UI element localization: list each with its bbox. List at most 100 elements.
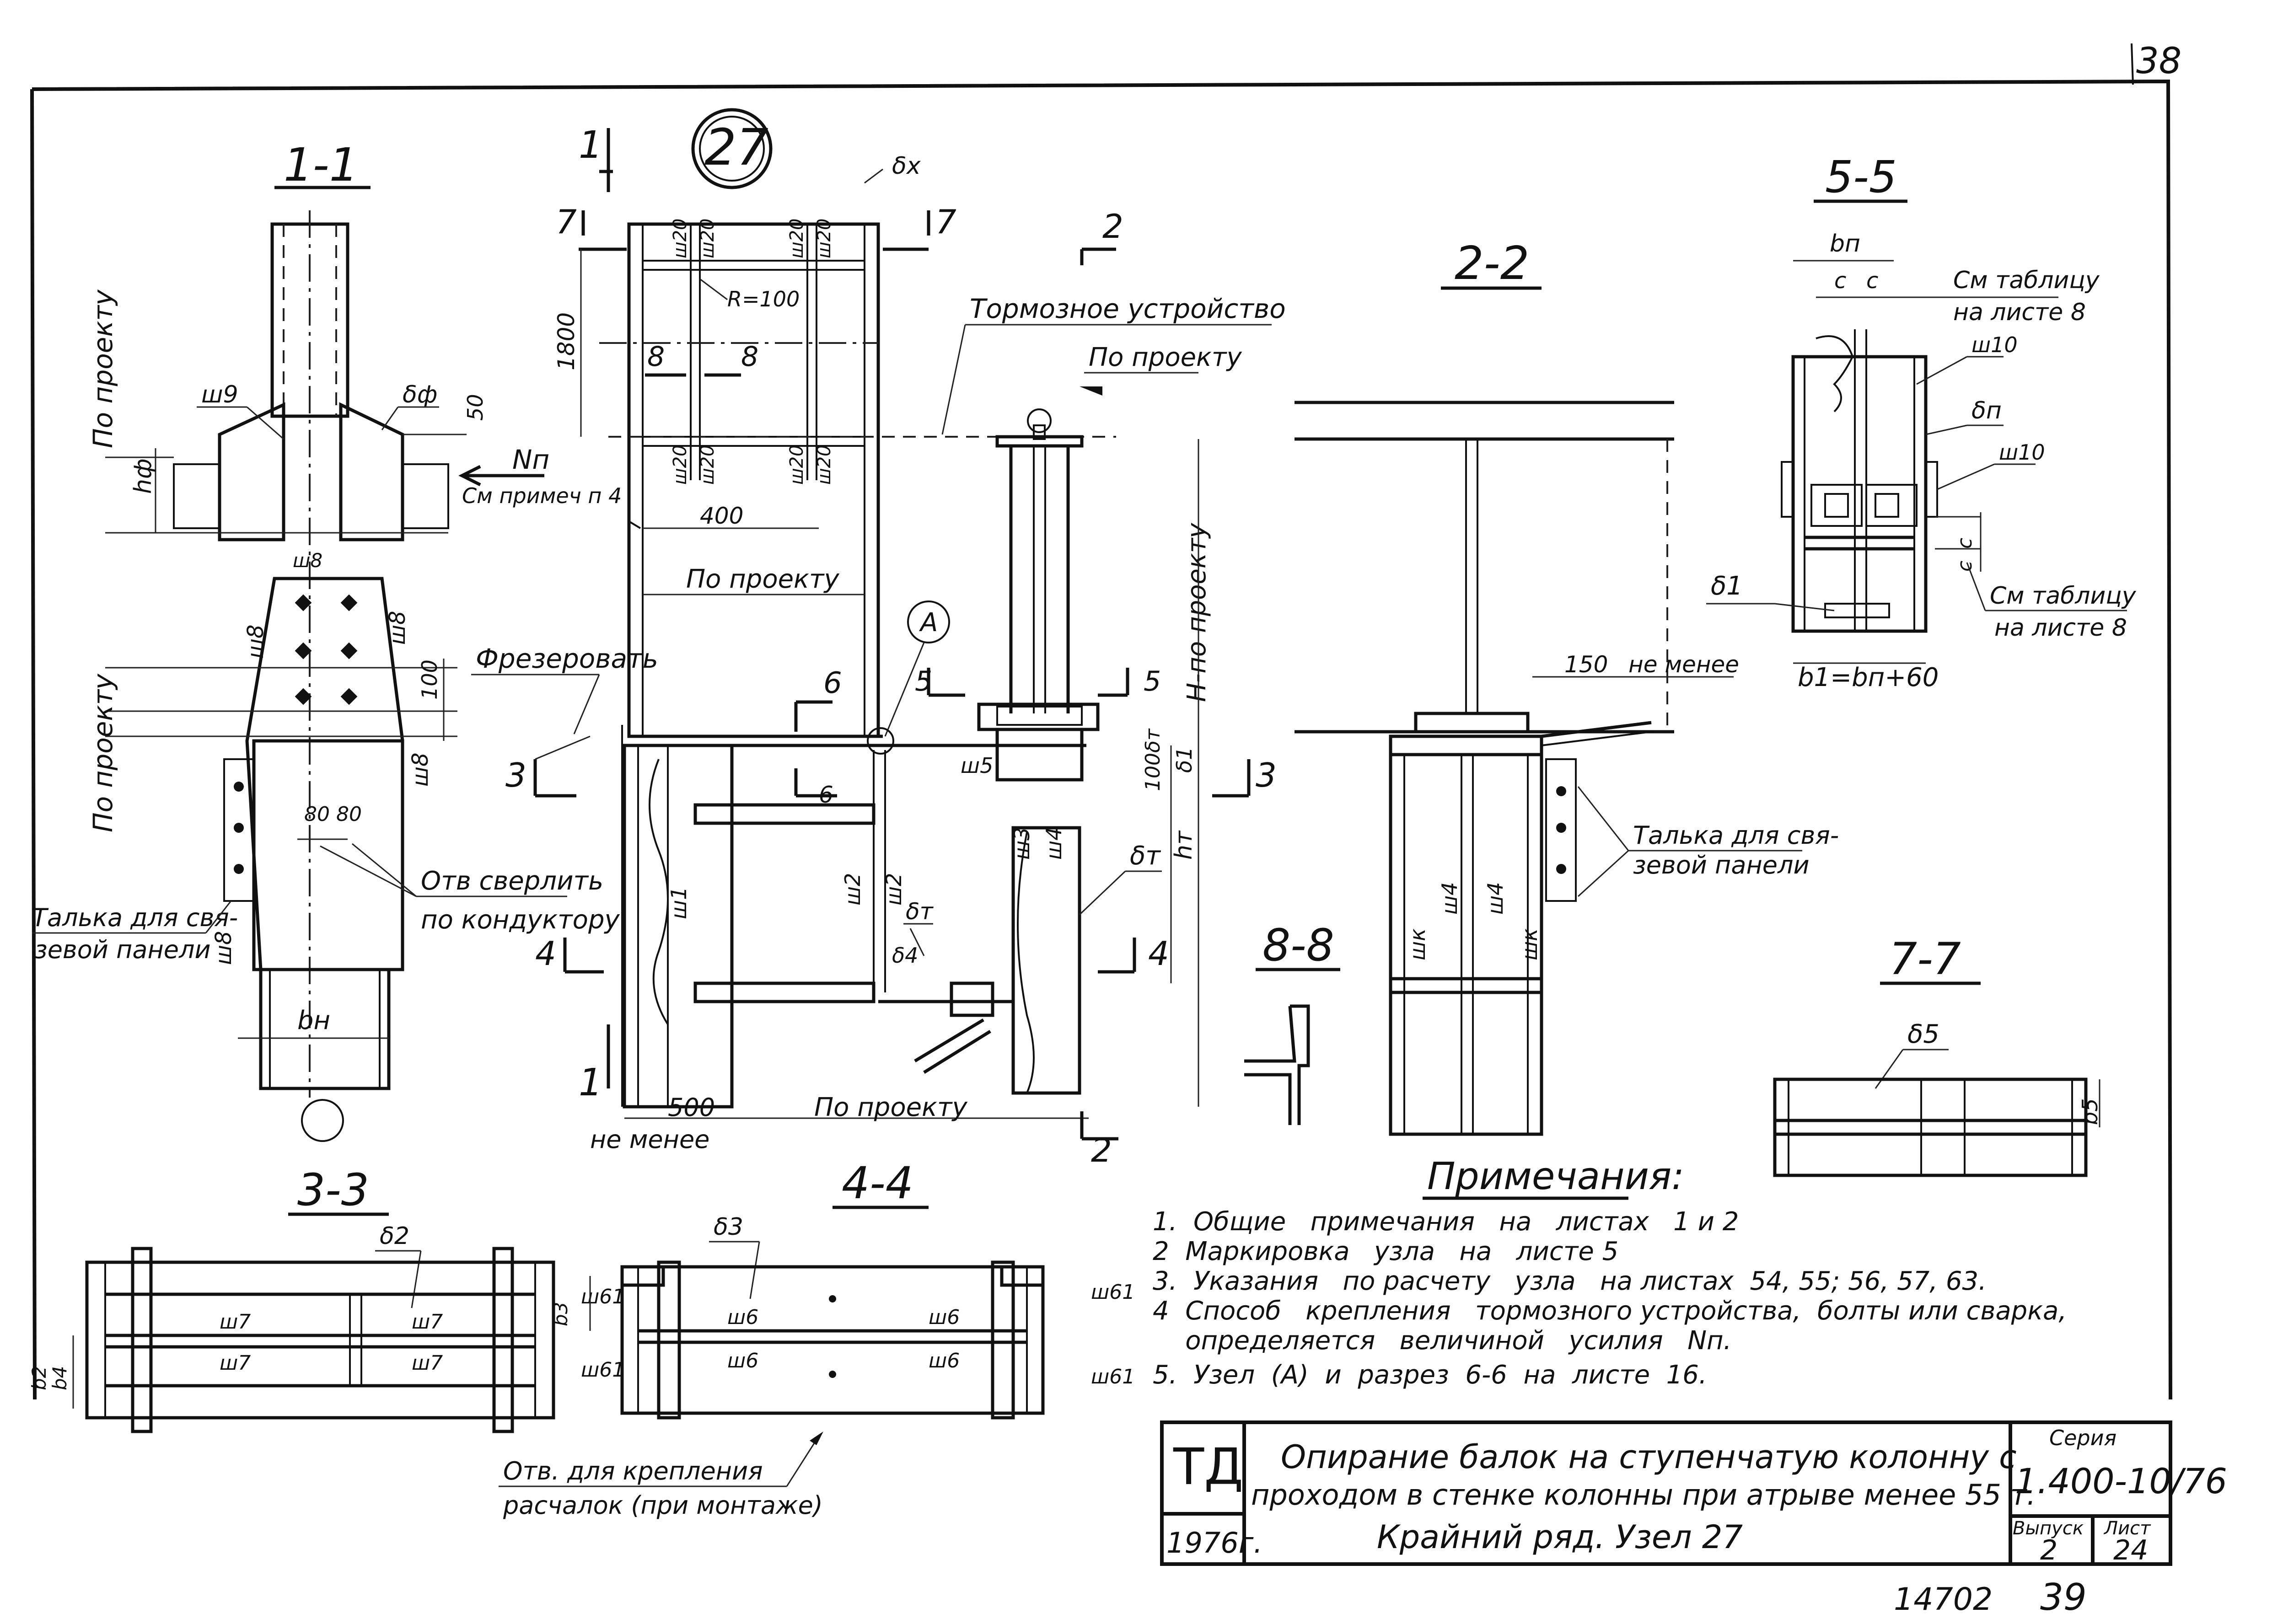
label-sh6-a: ш6 [727,1306,758,1329]
section-5-5: 5-5 bп c c См таблицу на листе 8 ш10 δп … [1706,151,2137,692]
label-delta-3: δ3 [714,1213,743,1241]
section-8-8: 8-8 [1244,920,1340,1125]
bolt-pattern [234,594,358,874]
note-5: определяется величиной усилия Nп. [1153,1326,1731,1356]
label-tormoz: Тормозное устройство [970,293,1286,324]
label-c-d: c [1953,561,1977,572]
label-ne-menee-1: не менее [590,1125,709,1154]
label-sh2-a: ш2 [840,873,865,906]
note-2: 2 Маркировка узла на листе 5 [1153,1237,1618,1266]
label-sh20-g: ш20 [786,445,807,485]
label-sh4-c: ш4 [1483,882,1508,915]
label-sh8-top: ш8 [293,549,322,572]
label-sh20-a: ш20 [670,219,691,259]
label-talka-4: зевой панели [1633,851,1810,879]
label-delta-p: δп [1971,397,2002,424]
label-shk-a: шк [1405,928,1430,960]
label-po-proektu-5: По проекту [1089,343,1242,372]
label-R100: R=100 [727,287,800,311]
note-4: 4 Способ крепления тормозного устройства… [1153,1296,2067,1326]
label-b-3: b3 [549,1302,572,1326]
cut-8-left: 8 [647,341,665,373]
label-delta-5: δ5 [1907,1019,1939,1049]
section-2-2: 2-2 150 не менее ш4 ш4 шк шк Талька для … [1295,236,1839,1136]
label-sh4-a: ш4 [1042,827,1066,860]
label-h-f: hф [129,459,157,494]
issue-label: Выпуск [2013,1518,2084,1539]
label-talka-2: зевой панели [34,935,211,964]
issue-value: 2 [2040,1534,2057,1566]
series-label: Серия [2049,1426,2116,1450]
label-b-p: bп [1830,230,1860,257]
cut-8-right: 8 [741,341,758,373]
sheet-frame: 38 [30,41,2181,1400]
elevation-view: 1 1 7 7 δх ш20 ш20 ш20 ш20 ш20 ш20 [471,123,1286,1169]
label-delta-t-a: δт [906,898,934,925]
section-5-5-title: 5-5 [1825,151,1897,203]
label-sh20-f: ш20 [697,445,718,485]
label-sh20-d: ш20 [814,219,835,259]
label-dim-500: 500 [668,1093,715,1122]
label-sh8-left: ш8 [243,625,269,659]
label-b1-formula: b1=bп+60 [1798,663,1939,692]
label-otv-sverlit-2: по кондуктору [421,905,620,935]
title-block: ТД 1976г. Опирание балок на ступенчатую … [1160,1420,2227,1566]
label-sh10-a: ш10 [1971,332,2018,357]
label-dim-100-dt: 100δт [1141,728,1165,791]
label-sh8-right: ш8 [385,611,410,645]
label-sh20-b: ш20 [697,219,718,259]
label-sm-tabl-2b: на листе 8 [1994,614,2127,642]
cut-7-left: 7 [556,203,577,241]
section-8-8-title: 8-8 [1262,920,1334,971]
label-otv-rasch-1: Отв. для крепления [503,1457,763,1485]
label-sh10-b: ш10 [1999,440,2045,465]
guy-holes-callout: Отв. для крепления расчалок (при монтаже… [499,1431,823,1520]
cut-5-right: 5 [1144,665,1161,697]
label-b-5: b5 [2078,1099,2102,1125]
cut-4-left: 4 [535,934,556,973]
label-sh20-c: ш20 [786,219,807,259]
label-dim-50: 50 [463,394,488,421]
notes: Примечания: 1. Общие примечания на листа… [1153,1155,2067,1390]
label-delta-4: δ4 [892,943,918,968]
title-line-2: проходом в стенке колонны при атрыве мен… [1251,1478,2036,1511]
section-7-7-title: 7-7 [1889,933,1961,985]
label-po-proektu-2: По проекту [87,674,118,832]
label-N-p: Nп [512,444,549,475]
section-3-3: 3-3 δ2 ш7 ш7 ш7 ш7 b2 b4 [28,1164,555,1433]
note-1: 1. Общие примечания на листах 1 и 2 [1153,1207,1739,1237]
label-dim-150: 150 [1564,651,1608,678]
section-2-2-title: 2-2 [1455,236,1529,290]
label-sm-tabl-2a: на листе 8 [1953,299,2086,326]
label-sh61-b: ш61 [581,1358,625,1382]
cut-1-top: 1 [579,123,602,167]
label-sh3: ш3 [1010,827,1034,860]
label-delta-1: δ1 [1172,747,1197,773]
label-otv-rasch-2: расчалок (при монтаже) [503,1491,823,1520]
cut-6-a: 6 [823,666,842,700]
note-3: 3. Указания по расчету узла на листах 54… [1153,1266,1987,1296]
label-sh5: ш5 [961,753,993,778]
label-dim-400: 400 [700,503,743,529]
label-delta-2: δ2 [380,1222,409,1250]
title-line-3: Крайний ряд. Узел 27 [1377,1518,1743,1556]
label-dim-80-80: 80 80 [304,803,362,826]
label-b-4: b4 [48,1366,71,1390]
label-sm-tabl-1b: См таблицу [1990,582,2137,610]
label-delta-f: δф [403,381,437,408]
label-po-proektu-4: По проекту [814,1093,967,1122]
label-dim-100: 100 [417,659,442,700]
label-b-n: bн [297,1006,330,1035]
label-sh4-b: ш4 [1437,882,1462,915]
label-sh2-b: ш2 [881,873,906,906]
series-value: 1.400-10/76 [2015,1461,2227,1501]
node-number-badge: 27 [691,108,773,189]
label-c-b: c [1866,268,1878,294]
sheet-corner-number: 38 [2136,41,2181,82]
label-talka-1: Талька для свя- [32,903,238,932]
label-sh7-c: ш7 [220,1351,251,1375]
label-sh20-e: ш20 [670,445,691,485]
label-sh61-a: ш61 [581,1285,625,1308]
label-sh61-c: ш61 [1091,1281,1135,1304]
